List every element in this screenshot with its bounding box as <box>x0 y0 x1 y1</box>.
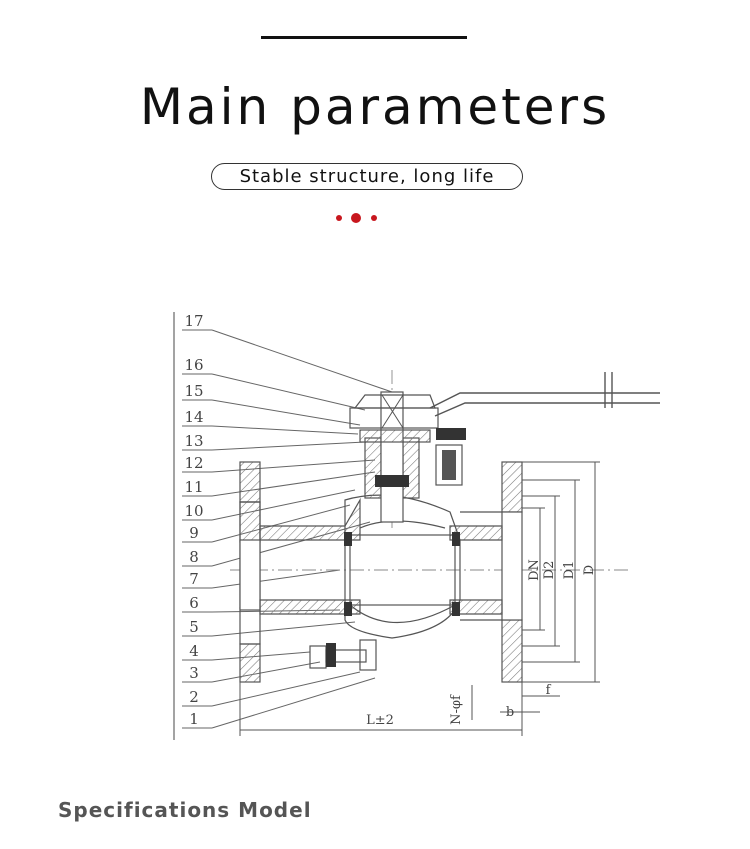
subtitle-badge: Stable structure, long life <box>211 163 523 190</box>
decorative-dots <box>333 211 383 225</box>
dim-label-dn: DN <box>527 559 542 581</box>
part-number-4: 4 <box>189 642 199 660</box>
dot-right <box>371 215 377 221</box>
dot-center <box>351 213 361 223</box>
part-number-14: 14 <box>184 408 203 426</box>
part-number-17: 17 <box>184 312 203 330</box>
part-number-labels: 17 16 15 14 13 12 11 10 9 8 7 6 5 4 3 2 1 <box>182 312 212 729</box>
part-number-3: 3 <box>189 664 199 682</box>
part-number-13: 13 <box>184 432 203 450</box>
dot-left <box>336 215 342 221</box>
part-number-15: 15 <box>184 382 203 400</box>
specifications-model-label: Specifications Model <box>58 798 312 822</box>
part-number-6: 6 <box>189 594 199 612</box>
dim-label-d2: D2 <box>542 561 557 580</box>
dim-label-d: D <box>582 565 597 575</box>
part-number-1: 1 <box>189 710 199 728</box>
part-number-16: 16 <box>184 356 203 374</box>
dim-label-d1: D1 <box>562 561 577 580</box>
top-divider-line <box>261 36 467 39</box>
dim-label-length: L±2 <box>366 713 394 728</box>
part-number-8: 8 <box>189 548 199 566</box>
page-title: Main parameters <box>139 78 611 136</box>
part-number-11: 11 <box>184 478 203 496</box>
part-number-2: 2 <box>189 688 199 706</box>
part-number-7: 7 <box>189 570 199 588</box>
part-number-12: 12 <box>184 454 203 472</box>
dim-label-b: b <box>506 705 514 720</box>
part-number-5: 5 <box>189 618 199 636</box>
dim-label-f: f <box>546 683 552 698</box>
ball-valve-drawing: 17 16 15 14 13 12 11 10 9 8 7 6 5 4 3 2 1 <box>173 312 660 740</box>
dim-label-bolt-holes: N-φf <box>449 694 464 725</box>
part-number-9: 9 <box>189 524 199 542</box>
part-number-10: 10 <box>184 502 203 520</box>
